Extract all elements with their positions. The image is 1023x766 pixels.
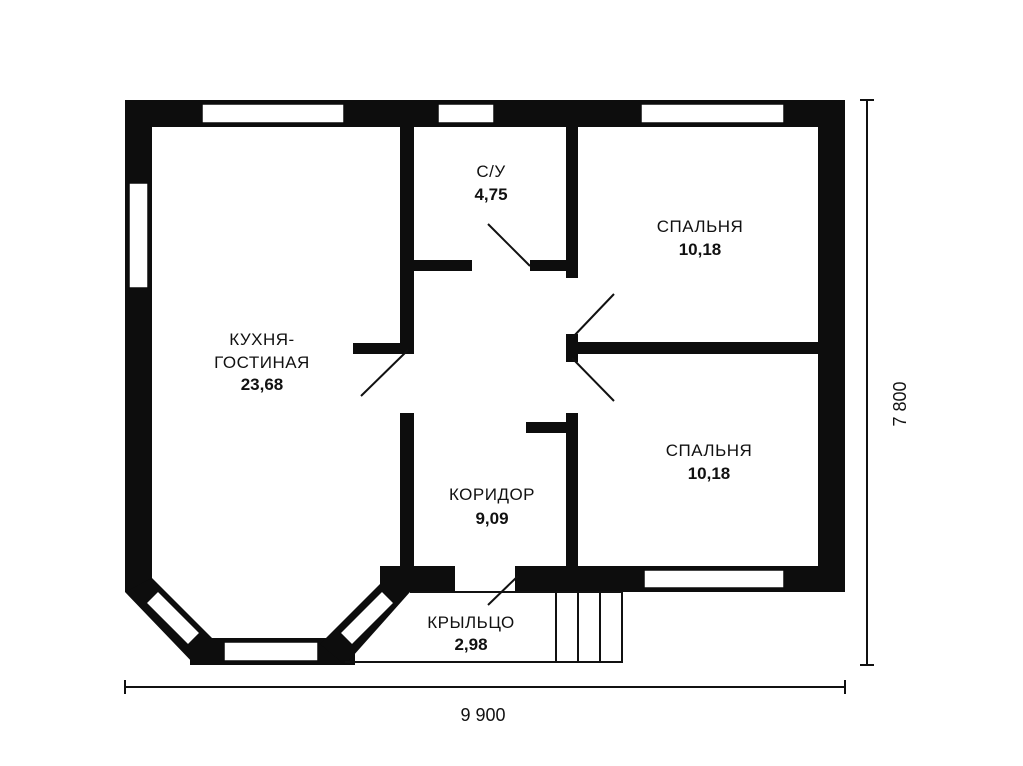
porch	[345, 591, 623, 663]
door-kitchen	[360, 349, 409, 397]
kitchen-name-line2: ГОСТИНАЯ	[214, 353, 310, 372]
wall-bedrooms-stub	[566, 334, 578, 362]
porch-steps	[555, 591, 623, 663]
bedroom-top-area: 10,18	[679, 240, 722, 259]
corridor-area: 9,09	[475, 509, 508, 528]
window-top-kitchen	[201, 103, 345, 124]
window-top-bedroom	[640, 103, 785, 124]
wall-kitchen-upper	[400, 120, 414, 353]
wall-kitchen-door-stub	[353, 343, 414, 354]
room-labels: КУХНЯ- ГОСТИНАЯ 23,68 С/У 4,75 СПАЛЬНЯ 1…	[214, 162, 752, 654]
bedroom-top-name: СПАЛЬНЯ	[657, 217, 744, 236]
corridor-name: КОРИДОР	[449, 485, 535, 504]
porch-name: КРЫЛЬЦО	[427, 613, 515, 632]
door-bedroom-top	[571, 293, 615, 339]
doors	[360, 223, 615, 606]
kitchen-area: 23,68	[241, 375, 284, 394]
window-bottom-bedroom	[643, 569, 785, 589]
door-bedroom-bottom	[571, 357, 615, 402]
wall-corridor-stub	[526, 422, 578, 433]
wall-corridor-bedroom	[566, 413, 578, 568]
door-entrance	[487, 575, 519, 606]
wall-bathroom-bedroom	[566, 120, 578, 278]
window-left-kitchen	[128, 182, 149, 289]
dimension-lines	[124, 99, 874, 694]
wall-bathroom-stub-right	[530, 260, 578, 271]
wall-kitchen-lower	[400, 413, 414, 568]
window-bay-left	[144, 589, 202, 647]
window-bay-bottom	[223, 641, 319, 662]
wall-left	[125, 100, 152, 592]
windows	[128, 103, 785, 662]
porch-area: 2,98	[454, 635, 487, 654]
kitchen-name-line1: КУХНЯ-	[229, 330, 294, 349]
wall-bay-right-cap	[380, 566, 430, 592]
window-top-bathroom	[437, 103, 495, 124]
wall-bedrooms-divider	[566, 342, 826, 354]
bedroom-bottom-name: СПАЛЬНЯ	[666, 441, 753, 460]
dimension-height-label: 7 800	[890, 381, 910, 426]
door-bathroom	[487, 223, 531, 267]
bedroom-bottom-area: 10,18	[688, 464, 731, 483]
window-bay-right	[338, 589, 396, 647]
bathroom-area: 4,75	[474, 185, 507, 204]
interior-walls	[353, 120, 826, 568]
dimension-labels: 9 900 7 800	[460, 381, 910, 725]
bathroom-name: С/У	[476, 162, 505, 181]
wall-bathroom-stub-left	[414, 260, 472, 271]
dimension-width-label: 9 900	[460, 705, 505, 725]
